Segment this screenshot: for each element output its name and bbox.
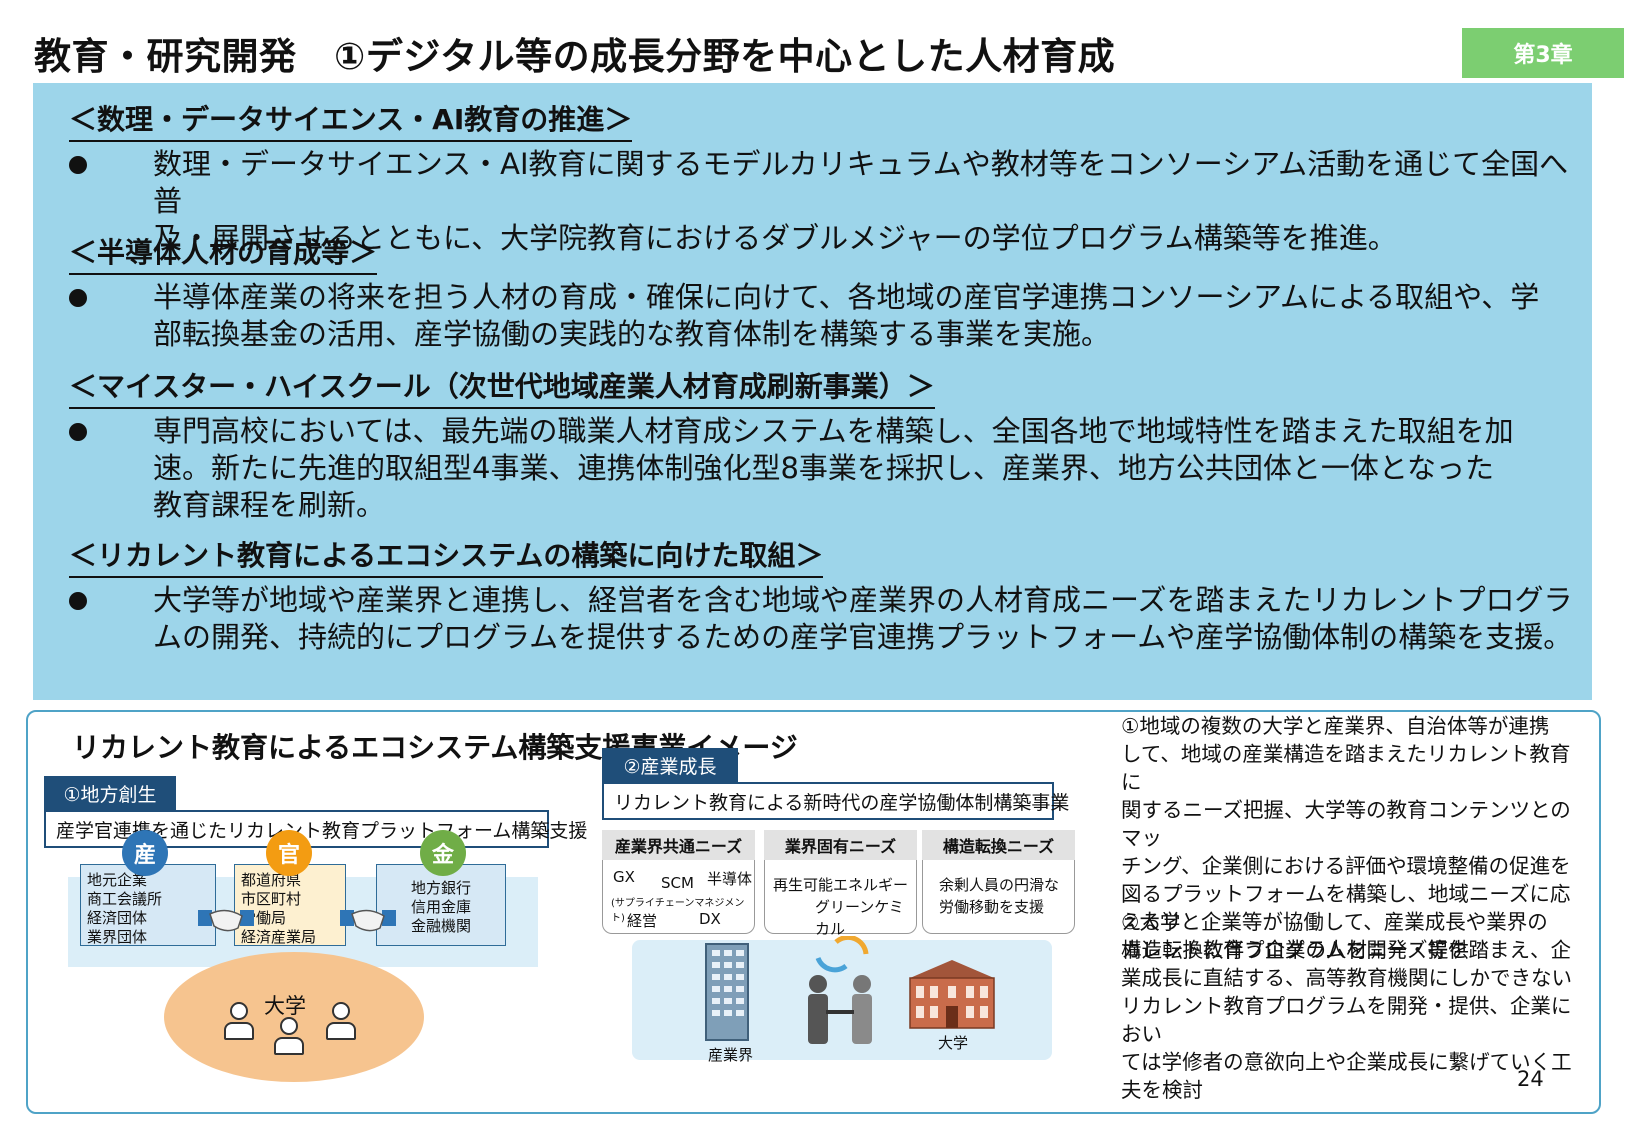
section-heading: ＜半導体人材の育成等＞ (69, 231, 378, 275)
description-1: ①地域の複数の大学と産業界、自治体等が連携 して、地域の産業構造を踏まえたリカレ… (1121, 712, 1579, 964)
handshake-icon (198, 909, 254, 932)
desc-line: 構造転換に伴う企業の人材ニーズ等を踏まえ、企 (1121, 938, 1571, 962)
bullet-item: 専門高校においては、最先端の職業人材育成システムを構築し、全国各地で地域特性を踏… (69, 413, 1579, 524)
page-number: 24 (1517, 1067, 1544, 1091)
right-subtitle: リカレント教育による新時代の産学協働体制構築事業 (602, 782, 1069, 820)
need-header: 業界固有ニーズ (764, 830, 917, 860)
bullet-dot-icon (69, 423, 87, 441)
entity-item: 地元企業 (87, 871, 148, 889)
chapter-badge: 第3章 (1462, 28, 1624, 78)
bullet-line: ムの開発、持続的にプログラムを提供するための産学官連携プラットフォームや産学協働… (153, 620, 1573, 654)
bullet-dot-icon (69, 289, 87, 307)
need-term: GX (613, 868, 635, 886)
need-header: 産業界共通ニーズ (602, 830, 755, 860)
badge-government: 官 (266, 830, 312, 876)
need-term-note: (サプライチェーンマネジメント) (611, 898, 745, 924)
need-body: 再生可能エネルギー グリーンケミカル (764, 860, 917, 938)
entity-item: 業界団体 (87, 928, 148, 946)
badge-industry: 産 (122, 830, 168, 876)
entity-item: 経済団体 (87, 909, 148, 927)
university-label: 大学 (264, 994, 306, 1018)
bullet-item: 数理・データサイエンス・AI教育に関するモデルカリキュラムや教材等をコンソーシア… (69, 146, 1579, 257)
need-body: 余剰人員の円滑な 労働移動を支援 (922, 860, 1075, 934)
need-header: 構造転換ニーズ (922, 830, 1075, 860)
desc-line: ては学修者の意欲向上や企業成長に繋げていく工 (1121, 1050, 1572, 1074)
desc-line: ①地域の複数の大学と産業界、自治体等が連携 (1121, 714, 1550, 738)
needs-common: 産業界共通ニーズ GX SCM 半導体 (サプライチェーンマネジメント) 経営 … (602, 830, 755, 934)
bullet-item: 大学等が地域や産業界と連携し、経営者を含む地域や産業界の人材育成ニーズを踏まえた… (69, 582, 1579, 656)
image-box: リカレント教育によるエコシステム構築支援事業イメージ ①地方創生 産学官連携を通… (26, 710, 1601, 1114)
person-icon (274, 1017, 304, 1057)
industry-label: 産業界 (708, 1046, 754, 1064)
university-building-label: 大学 (938, 1034, 969, 1052)
summary-panel: ＜数理・データサイエンス・AI教育の推進＞ 数理・データサイエンス・AI教育に関… (33, 83, 1592, 700)
university-building-icon (909, 960, 995, 1029)
entity-item: 信用金庫 (411, 898, 472, 916)
need-line: 再生可能エネルギー (773, 876, 909, 894)
people-handshake-icon (808, 936, 872, 1044)
section-heading: ＜リカレント教育によるエコシステムの構築に向けた取組＞ (69, 534, 824, 578)
desc-line: ②大学と企業等が協働して、産業成長や業界の (1121, 910, 1548, 934)
entity-item: 労働局 (241, 909, 287, 927)
need-term: 半導体 (707, 870, 753, 888)
need-line: 労働移動を支援 (939, 898, 1045, 916)
entity-item: 金融機関 (411, 917, 472, 935)
bullet-item: 半導体産業の将来を担う人材の育成・確保に向けて、各地域の産官学連携コンソーシアム… (69, 279, 1579, 353)
desc-line: 関するニーズ把握、大学等の教育コンテンツとのマッ (1121, 798, 1571, 850)
desc-line: して、地域の産業構造を踏まえたリカレント教育に (1121, 742, 1571, 794)
section-heading: ＜マイスター・ハイスクール（次世代地域産業人材育成刷新事業）＞ (69, 365, 935, 409)
bullet-line: 数理・データサイエンス・AI教育に関するモデルカリキュラムや教材等をコンソーシア… (153, 147, 1569, 218)
description-2: ②大学と企業等が協働して、産業成長や業界の 構造転換に伴う企業の人材ニーズ等を踏… (1121, 908, 1579, 1104)
bullet-dot-icon (69, 156, 87, 174)
desc-line: リカレント教育プログラムを開発・提供、企業におい (1121, 994, 1572, 1046)
desc-line: 業成長に直結する、高等教育機関にしかできない (1121, 966, 1572, 990)
tag-industrial-growth: ②産業成長 (602, 748, 738, 782)
page-title: 教育・研究開発 ①デジタル等の成長分野を中心とした人材育成 (34, 35, 1116, 78)
entity-item: 商工会議所 (87, 890, 163, 908)
need-term: DX (699, 910, 721, 928)
person-icon (326, 1002, 356, 1042)
office-building-icon (705, 943, 749, 1041)
needs-specific: 業界固有ニーズ 再生可能エネルギー グリーンケミカル (764, 830, 917, 938)
entity-finance: 地方銀行 信用金庫 金融機関 (376, 864, 506, 946)
desc-line: 図るプラットフォームを構築し、地域ニーズに応えるリ (1121, 882, 1571, 934)
bullet-line: 教育課程を刷新。 (153, 488, 386, 522)
section-heading: ＜数理・データサイエンス・AI教育の推進＞ (69, 98, 633, 142)
bullet-line: 専門高校においては、最先端の職業人材育成システムを構築し、全国各地で地域特性を踏… (153, 414, 1514, 448)
tag-regional: ①地方創生 (44, 776, 176, 810)
bullet-dot-icon (69, 592, 87, 610)
need-term: SCM (661, 874, 694, 892)
university-ellipse (164, 952, 424, 1082)
need-line: グリーンケミカル (815, 898, 904, 938)
need-term: 経営 (627, 912, 658, 930)
entity-item: 市区町村 (241, 890, 302, 908)
bullet-line: 部転換基金の活用、産学協働の実践的な教育体制を構築する事業を実施。 (153, 317, 1111, 351)
bullet-line: 及・展開させるとともに、大学院教育におけるダブルメジャーの学位プログラム構築等を… (153, 221, 1397, 255)
entity-industry: 地元企業 商工会議所 経済団体 業界団体 (80, 864, 216, 946)
bullet-line: 半導体産業の将来を担う人材の育成・確保に向けて、各地域の産官学連携コンソーシアム… (153, 280, 1540, 314)
entity-item: 経済産業局 (241, 928, 317, 946)
desc-line: カレント教育プログラムを開発・提供 (1121, 938, 1469, 962)
person-icon (224, 1002, 254, 1042)
bullet-line: 大学等が地域や産業界と連携し、経営者を含む地域や産業界の人材育成ニーズを踏まえた… (153, 583, 1573, 617)
needs-structural: 構造転換ニーズ 余剰人員の円滑な 労働移動を支援 (922, 830, 1075, 934)
entity-item: 地方銀行 (411, 879, 472, 897)
need-body: GX SCM 半導体 (サプライチェーンマネジメント) 経営 DX (602, 860, 755, 934)
badge-finance: 金 (420, 830, 466, 876)
bullet-line: 速。新たに先進的取組型4事業、連携体制強化型8事業を採択し、産業界、地方公共団体… (153, 451, 1495, 485)
desc-line: チング、企業側における評価や環境整備の促進を (1121, 854, 1571, 878)
need-line: 余剰人員の円滑な (939, 876, 1060, 894)
desc-line: 夫を検討 (1121, 1078, 1203, 1102)
handshake-icon (340, 909, 396, 932)
